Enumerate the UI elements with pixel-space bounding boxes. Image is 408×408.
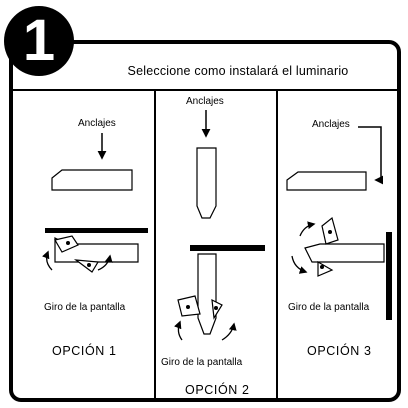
option3-wall-bar: [386, 232, 392, 320]
step-number: 1: [22, 8, 56, 73]
option3-label: OPCIÓN 3: [307, 344, 372, 358]
option1-ceiling-bar: [45, 228, 148, 233]
option3-rotate-arrow-bottom: [291, 255, 308, 274]
option3-fixture: [304, 243, 385, 263]
option1-fixture-top: [51, 169, 133, 191]
step-badge: [4, 6, 74, 76]
option3-rotation-label: Giro de la pantalla: [288, 302, 370, 313]
option3-anchor-label: Anclajes: [312, 119, 350, 130]
option1-lamp-tail: [73, 259, 100, 273]
option1-anchor-label: Anclajes: [78, 118, 116, 129]
option3-anchor-arrow: [358, 126, 384, 185]
option3-diagram: [286, 126, 392, 320]
option2-rotate-arrow-left: [174, 320, 183, 341]
column-divider-2: [276, 90, 278, 402]
option3-rotate-arrow-top: [299, 221, 316, 237]
option2-rotation-label: Giro de la pantalla: [161, 357, 243, 368]
option1-label: OPCIÓN 1: [52, 344, 117, 358]
option1-rotation-label: Giro de la pantalla: [44, 302, 126, 313]
option2-fixture: [197, 253, 217, 335]
column-divider-1: [154, 90, 156, 402]
option2-rotate-arrow-right: [221, 322, 237, 341]
option1-diagram: [42, 133, 148, 273]
option2-fixture-top: [196, 147, 217, 219]
option3-lamp-tail: [317, 260, 334, 277]
instruction-title: Seleccione como instalará el luminario: [127, 64, 349, 78]
option1-rotate-arrow-right: [97, 254, 113, 271]
option2-label: OPCIÓN 2: [185, 383, 250, 397]
header-divider: [9, 89, 401, 91]
instruction-frame: [9, 40, 401, 402]
option2-diagram: [174, 110, 265, 341]
option2-anchor-label: Anclajes: [186, 96, 224, 107]
option3-fixture-top: [286, 171, 367, 191]
option1-rotate-arrow-left: [42, 250, 53, 271]
option2-ceiling-bar: [190, 245, 265, 251]
